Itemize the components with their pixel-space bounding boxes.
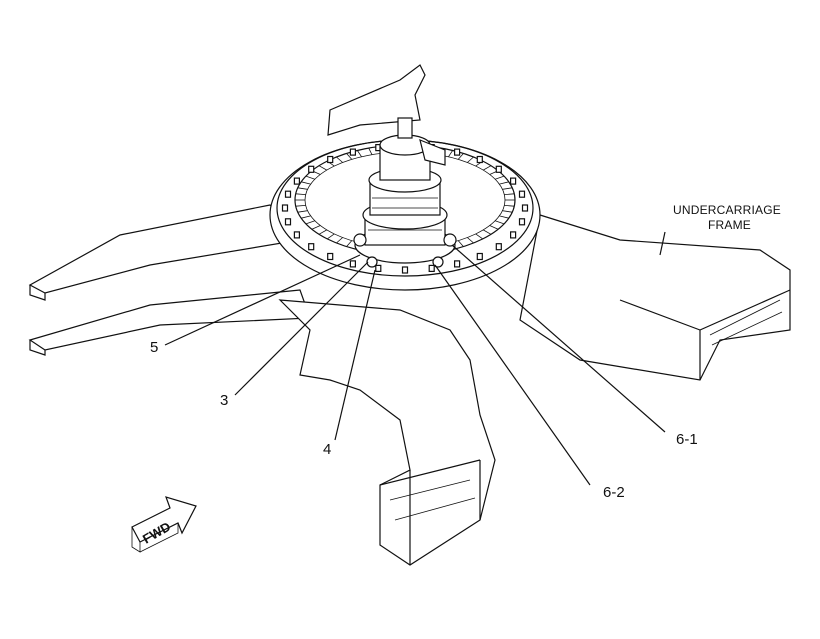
gear-tooth <box>483 165 492 171</box>
leader-5 <box>164 254 361 346</box>
ring-bolt <box>284 218 292 226</box>
ring-bolt <box>428 264 435 272</box>
left-rear-arm-end <box>29 340 46 356</box>
center-body-detail <box>389 479 476 521</box>
callout-labels: 5 3 4 6-2 6-1 UNDERCARRIAGE FRAME <box>150 203 781 501</box>
swing-drive <box>353 117 457 268</box>
gear-tooth <box>318 229 327 235</box>
ring-bolt <box>476 155 483 164</box>
gear-tooth <box>326 233 335 240</box>
gear-tooth <box>489 225 499 230</box>
gear-tooth <box>318 165 327 171</box>
ring-bolt <box>518 218 526 226</box>
ring-bolt <box>454 260 461 268</box>
ring-bolt <box>521 204 529 212</box>
gear-tooth <box>457 240 464 247</box>
ring-bolt <box>327 252 334 261</box>
callout-5: 5 <box>150 339 158 356</box>
callout-4: 4 <box>323 441 331 458</box>
ring-bolt <box>510 177 517 185</box>
ring-bolt <box>495 243 502 251</box>
motor-top-valve <box>397 117 413 139</box>
gear-tooth <box>295 205 306 207</box>
fwd-arrow-depth <box>131 523 179 553</box>
ring-bolt <box>293 177 300 185</box>
ring-bolt <box>510 231 517 239</box>
gear-tooth <box>467 156 474 163</box>
gear-tooth <box>356 150 362 158</box>
gear-tooth <box>502 210 513 213</box>
gear-tooth <box>504 193 515 195</box>
mount-bolt-left <box>353 233 367 247</box>
fwd-arrow-shape <box>131 496 197 543</box>
frame-label-line1: UNDERCARRIAGE <box>673 203 781 217</box>
gear-tooth <box>504 205 515 207</box>
gear-tooth <box>305 175 316 180</box>
frame-label-line2: FRAME <box>708 218 751 232</box>
gear-tooth <box>494 175 505 180</box>
gear-tooth <box>301 181 311 185</box>
mount-bolt-front-left <box>366 256 378 268</box>
leader-3 <box>234 261 369 396</box>
ring-bolt <box>518 190 526 198</box>
gear-tooth <box>368 147 373 155</box>
gear-tooth <box>295 193 306 195</box>
gear-tooth <box>336 156 343 163</box>
right-arm <box>519 214 791 381</box>
leader-lines <box>164 231 666 486</box>
left-front-arm <box>28 204 302 294</box>
right-arm-box <box>619 289 791 380</box>
gear-tooth <box>475 233 484 240</box>
center-body <box>278 299 496 566</box>
gear-tooth <box>297 210 308 213</box>
leader-frame <box>659 231 666 256</box>
left-front-arm-end <box>29 285 46 301</box>
ring-bolt <box>281 204 289 212</box>
gear-tooth <box>346 153 353 160</box>
ring-bolt <box>495 165 502 173</box>
gear-tooth <box>311 225 321 230</box>
gear-tooth <box>457 153 464 160</box>
gear-tooth <box>336 237 343 244</box>
ring-bolt <box>375 264 382 272</box>
callout-6-1: 6-1 <box>676 431 698 448</box>
gear-tooth <box>301 215 311 219</box>
ring-bolt <box>349 260 356 268</box>
gear-tooth <box>305 220 316 225</box>
undercarriage-frame <box>28 64 791 566</box>
gear-tooth <box>467 237 474 244</box>
motor-port-fitting <box>419 139 446 166</box>
ring-bolt <box>327 155 334 164</box>
mount-bolt-right <box>443 233 457 247</box>
gear-tooth <box>494 220 505 225</box>
ring-bolt <box>308 243 315 251</box>
center-body-box <box>379 459 481 565</box>
left-rear-arm <box>28 289 311 351</box>
ring-bolt <box>476 252 483 261</box>
housing-bands <box>368 197 442 231</box>
ring-bolt <box>284 190 292 198</box>
gear-tooth <box>499 181 509 185</box>
gear-tooth <box>502 187 513 190</box>
ring-bolt <box>401 266 409 274</box>
ring-bolt <box>308 165 315 173</box>
gear-tooth <box>346 240 353 247</box>
ring-bolt <box>454 148 461 156</box>
callout-6-2: 6-2 <box>603 484 625 501</box>
leader-6-2 <box>434 264 591 486</box>
leader-4 <box>334 269 376 441</box>
mount-bolt-front-right <box>432 256 444 268</box>
gear-tooth <box>483 229 492 235</box>
ring-bolt <box>349 148 356 156</box>
gear-tooth <box>499 215 509 219</box>
ring-bolt <box>293 231 300 239</box>
gear-tooth <box>297 187 308 190</box>
callout-3: 3 <box>220 392 228 409</box>
right-arm-detail <box>709 299 783 346</box>
gear-tooth <box>448 150 454 158</box>
leader-6-1 <box>451 244 666 433</box>
fwd-arrow: FWD <box>131 496 197 553</box>
